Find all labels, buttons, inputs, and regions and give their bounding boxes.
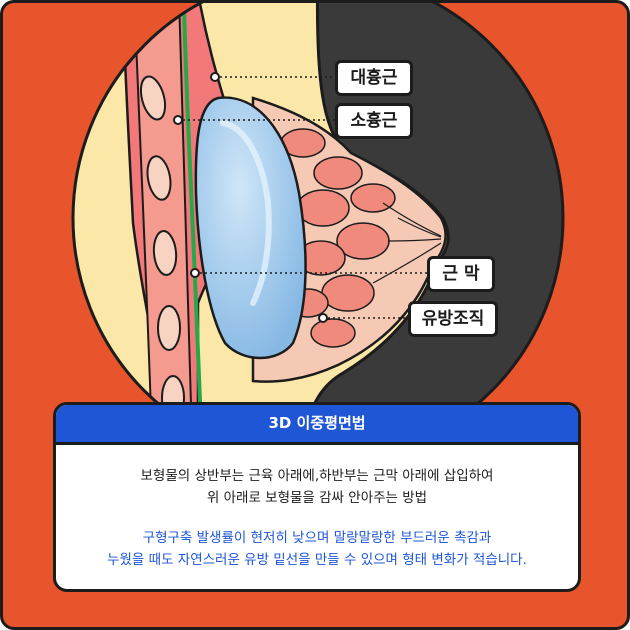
leader-lines	[178, 76, 427, 319]
info-card: 3D 이중평면법 보형물의 상반부는 근육 아래에,하반부는 근막 아래에 삽입…	[53, 402, 581, 592]
label-fascia: 근 막	[427, 256, 495, 292]
leader-dots	[173, 72, 328, 323]
label-minor-muscle: 소흉근	[335, 103, 413, 139]
gland-lobules	[280, 128, 396, 348]
highlight-line: 누웠을 때도 자연스러운 유방 밑선을 만들 수 있으며 형태 변화가 적습니다…	[107, 552, 527, 568]
highlight-line: 구형구축 발생률이 현저히 낮으며 말랑말랑한 부드러운 촉감과	[142, 530, 492, 546]
description-line: 보형물의 상반부는 근육 아래에,하반부는 근막 아래에 삽입하여	[140, 468, 494, 484]
fascia-line	[181, 3, 205, 463]
label-major-muscle: 대흉근	[335, 60, 413, 96]
implant	[194, 96, 307, 360]
breast-implant-diagram	[71, 3, 565, 465]
card-title: 3D 이중평면법	[56, 405, 578, 445]
description-line: 위 아래로 보형물을 감싸 안아주는 방법	[206, 490, 428, 506]
milk-ducts	[372, 202, 442, 284]
card-highlight: 구형구축 발생률이 현저히 낮으며 말랑말랑한 부드러운 촉감과 누웠을 때도 …	[56, 527, 578, 571]
label-breast-tissue: 유방조직	[408, 301, 498, 337]
card-description: 보형물의 상반부는 근육 아래에,하반부는 근막 아래에 삽입하여 위 아래로 …	[56, 465, 578, 509]
implant-highlight	[220, 120, 272, 306]
